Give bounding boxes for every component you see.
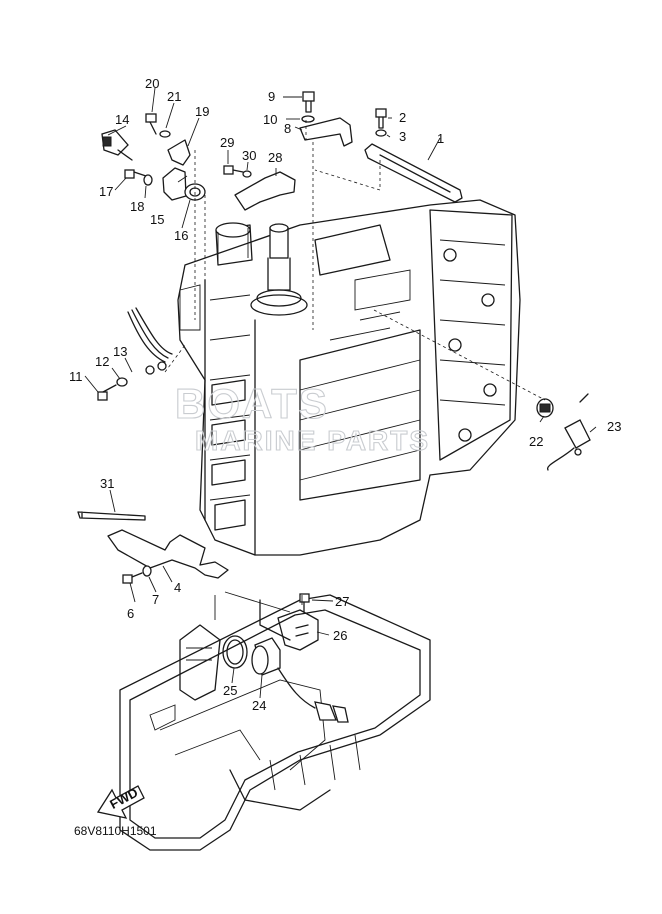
part-30-washer (242, 170, 252, 178)
callout-13: 13 (113, 344, 127, 359)
callout-1: 1 (437, 131, 444, 146)
callout-11: 11 (69, 369, 83, 384)
callout-14: 14 (115, 112, 129, 127)
svg-text:BOATS: BOATS (175, 380, 329, 427)
part-23-cable (547, 393, 591, 471)
callout-24: 24 (252, 698, 266, 713)
callout-10: 10 (263, 112, 277, 127)
part-3-washer (375, 129, 387, 137)
callout-15: 15 (150, 212, 164, 227)
part-20-bolt (145, 113, 157, 135)
svg-text:MARINE PARTS: MARINE PARTS (195, 425, 430, 456)
callout-16: 16 (174, 228, 188, 243)
part-21-washer (159, 130, 171, 138)
part-10-washer (301, 115, 315, 123)
bottom-cowling (119, 594, 431, 851)
part-31-tie-strap (77, 511, 146, 521)
fwd-arrow-icon: FWD (96, 785, 145, 819)
part-12-washer (116, 377, 128, 387)
watermark: BOATS MARINE PARTS (174, 379, 430, 456)
callout-28: 28 (268, 150, 282, 165)
leader-lines (84, 87, 597, 699)
part-7-washer (142, 565, 152, 577)
part-19-clamp (167, 139, 191, 166)
callout-26: 26 (333, 628, 347, 643)
callout-labels: 1 2 3 4 6 7 8 9 10 11 12 13 14 15 16 17 … (69, 76, 621, 713)
callout-27: 27 (335, 594, 349, 609)
part-2-bolt (375, 108, 387, 129)
callout-7: 7 (152, 592, 159, 607)
part-24-grommet (251, 637, 349, 723)
callout-4: 4 (174, 580, 181, 595)
part-11-bolt (97, 384, 117, 401)
part-1-bracket (364, 143, 463, 203)
callout-30: 30 (242, 148, 256, 163)
part-8-bracket (299, 117, 353, 147)
callout-19: 19 (195, 104, 209, 119)
callout-18: 18 (130, 199, 144, 214)
part-25-seal (222, 635, 248, 669)
part-18-washer (143, 174, 153, 186)
part-15-holder (162, 167, 187, 201)
callout-9: 9 (268, 89, 275, 104)
callout-6: 6 (127, 606, 134, 621)
part-9-bolt (302, 91, 315, 113)
callout-21: 21 (167, 89, 181, 104)
part-4-bracket (107, 529, 229, 579)
callout-17: 17 (99, 184, 113, 199)
part-17-screw (124, 169, 147, 179)
part-14-sensor (101, 129, 133, 161)
callout-29: 29 (220, 135, 234, 150)
part-22-sensor (536, 398, 554, 418)
callout-20: 20 (145, 76, 159, 91)
callout-25: 25 (223, 683, 237, 698)
part-29-screw (223, 165, 244, 175)
callout-22: 22 (529, 434, 543, 449)
engine-block (177, 199, 521, 556)
callout-23: 23 (607, 419, 621, 434)
callout-2: 2 (399, 110, 406, 125)
part-28-bracket (234, 171, 296, 211)
diagram-code: 68V8110H1501 (74, 824, 157, 838)
part-26-bracket (277, 609, 319, 651)
crankshaft-top (215, 222, 308, 316)
callout-12: 12 (95, 354, 109, 369)
part-6-bolt (122, 572, 143, 584)
callout-8: 8 (284, 121, 291, 136)
callout-3: 3 (399, 129, 406, 144)
callout-31: 31 (100, 476, 114, 491)
part-13-cable (127, 307, 173, 375)
part-27-screw (299, 593, 310, 613)
